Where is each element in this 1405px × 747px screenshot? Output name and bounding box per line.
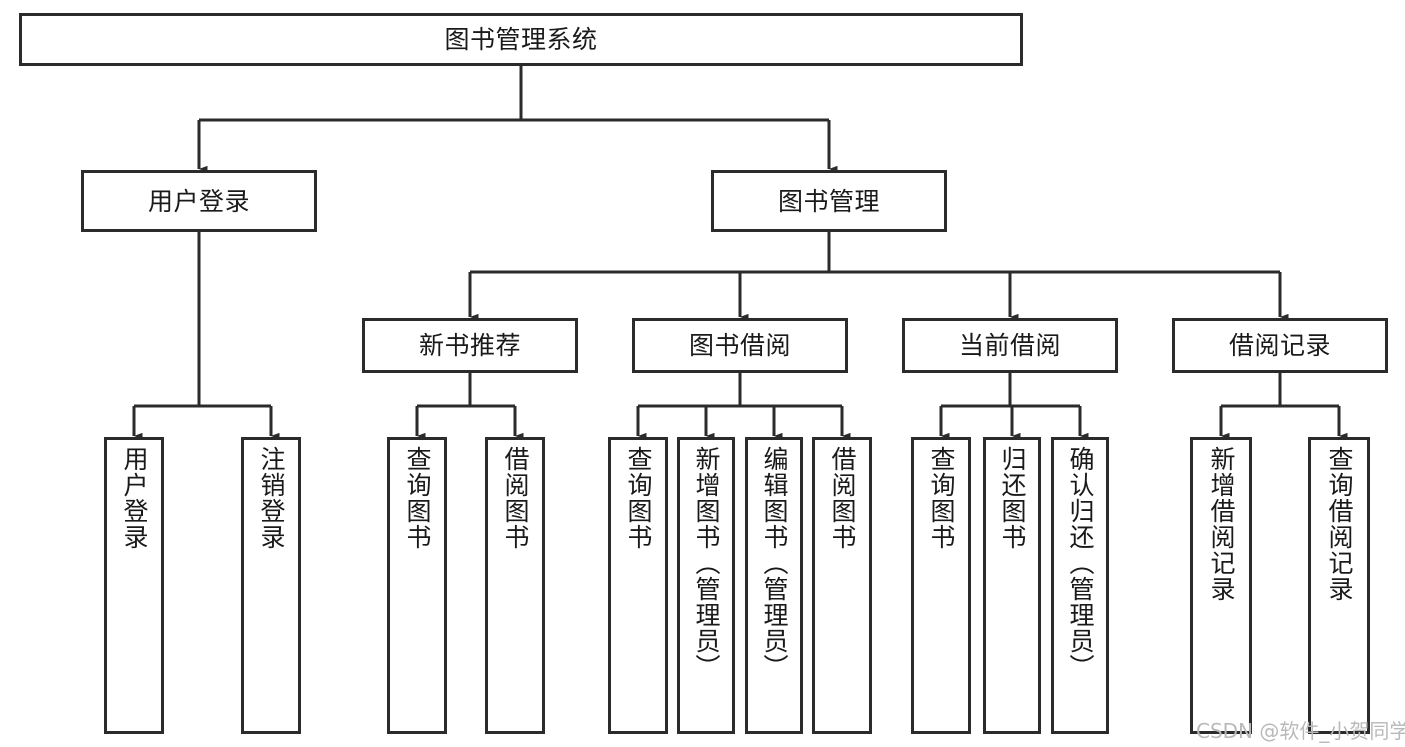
leaf-node-6: 编辑图书（管理员） — [745, 437, 803, 734]
leaf-node-0: 用户登录 — [104, 437, 164, 734]
category-node-label: 用户登录 — [147, 186, 250, 216]
subcategory-node-label: 当前借阅 — [958, 331, 1061, 360]
leaf-node-label: 查询借阅记录 — [1325, 446, 1354, 602]
leaf-node-9: 归还图书 — [983, 437, 1041, 734]
leaf-node-label: 新增借阅记录 — [1207, 446, 1236, 602]
leaf-node-12: 查询借阅记录 — [1308, 437, 1370, 734]
leaf-node-label: 查询图书 — [403, 446, 432, 550]
root-node-label: 图书管理系统 — [444, 25, 598, 54]
category-node-1: 图书管理 — [711, 170, 947, 232]
leaf-node-label: 查询图书 — [624, 446, 653, 550]
subcategory-node-label: 图书借阅 — [688, 331, 791, 360]
leaf-node-label: 编辑图书（管理员） — [760, 446, 789, 680]
leaf-node-label: 用户登录 — [120, 446, 149, 550]
leaf-node-label: 新增图书（管理员） — [692, 446, 721, 680]
root-node-0: 图书管理系统 — [19, 13, 1023, 66]
leaf-node-3: 借阅图书 — [485, 437, 545, 734]
leaf-node-label: 借阅图书 — [501, 446, 530, 550]
leaf-node-11: 新增借阅记录 — [1190, 437, 1252, 734]
leaf-node-4: 查询图书 — [608, 437, 668, 734]
subcategory-node-3: 借阅记录 — [1172, 318, 1388, 373]
subcategory-node-label: 新书推荐 — [418, 331, 521, 360]
leaf-node-7: 借阅图书 — [812, 437, 872, 734]
subcategory-node-1: 图书借阅 — [632, 318, 848, 373]
leaf-node-label: 注销登录 — [257, 446, 286, 550]
category-node-label: 图书管理 — [777, 186, 880, 216]
leaf-node-label: 借阅图书 — [828, 446, 857, 550]
leaf-node-2: 查询图书 — [387, 437, 447, 734]
leaf-node-label: 确认归还（管理员） — [1066, 446, 1095, 680]
subcategory-node-2: 当前借阅 — [902, 318, 1118, 373]
subcategory-node-label: 借阅记录 — [1228, 331, 1331, 360]
leaf-node-10: 确认归还（管理员） — [1051, 437, 1109, 734]
leaf-node-label: 查询图书 — [927, 446, 956, 550]
leaf-node-1: 注销登录 — [241, 437, 301, 734]
leaf-node-label: 归还图书 — [998, 446, 1027, 550]
leaf-node-5: 新增图书（管理员） — [677, 437, 735, 734]
csdn-watermark: CSDN @软件_小贺同学 — [1196, 719, 1405, 743]
leaf-node-8: 查询图书 — [911, 437, 971, 734]
subcategory-node-0: 新书推荐 — [362, 318, 578, 373]
category-node-0: 用户登录 — [81, 170, 317, 232]
